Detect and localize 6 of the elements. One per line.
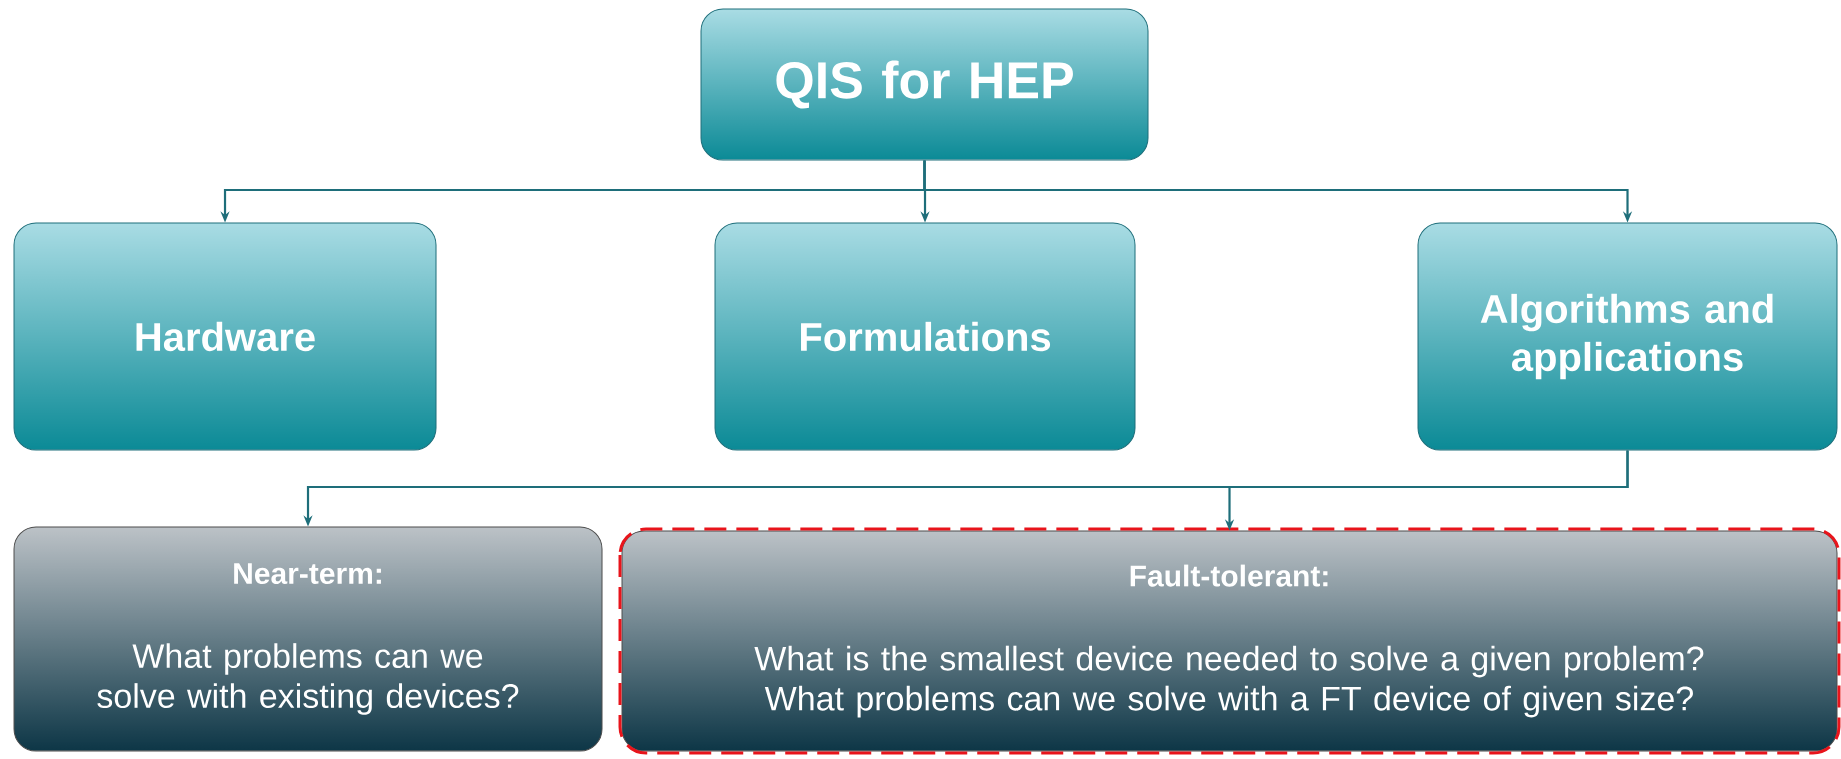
question-box: Fault-tolerant: What is the smallest device needed to solve a given problem? What problems can we solve with a FT device of given size? <box>621 530 1838 752</box>
topic-box: Algorithms and applications <box>1417 222 1838 451</box>
topic-box: Formulations <box>714 222 1136 451</box>
title-box: QIS for HEP <box>700 8 1149 161</box>
question-box: Near-term: What problems can we solve with existing devices? <box>13 526 603 752</box>
topic-box: Hardware <box>13 222 437 451</box>
